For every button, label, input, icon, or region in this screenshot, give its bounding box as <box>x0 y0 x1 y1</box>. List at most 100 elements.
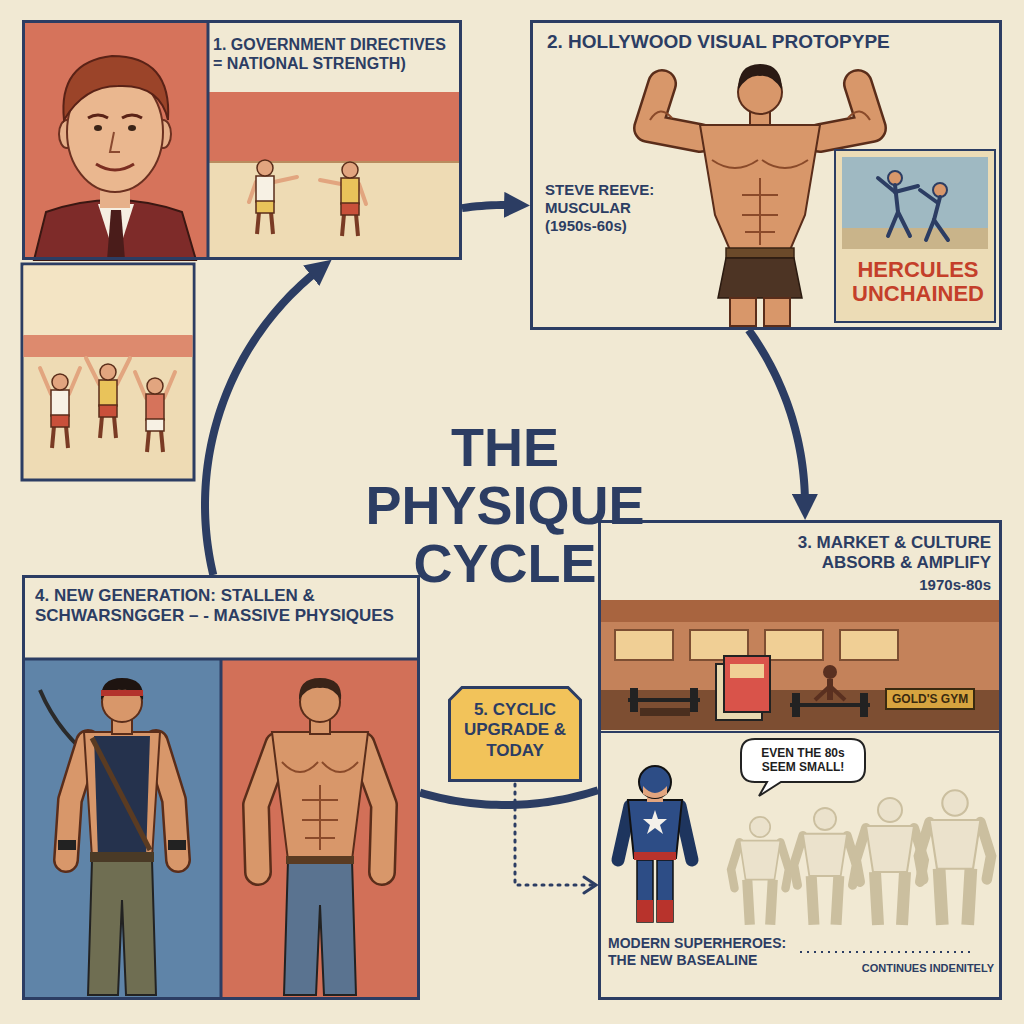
commando-figure <box>90 852 154 862</box>
muscleman-figure <box>648 84 700 138</box>
hercules-poster <box>835 150 995 322</box>
gym-scene <box>860 693 868 717</box>
gym-scene <box>601 731 999 733</box>
cyclic-upgrade-tag: 5. CYCLIC UPGRADE & TODAY <box>448 686 582 782</box>
superhero-figure <box>637 900 653 922</box>
child-figure <box>257 212 259 234</box>
superhero-figure <box>639 766 671 798</box>
commando-figure <box>101 678 143 700</box>
child-figure <box>52 426 54 448</box>
faded-silhouette <box>866 826 914 872</box>
commando-figure <box>101 690 143 696</box>
child-figure <box>249 182 256 202</box>
muscleman-figure <box>820 84 872 138</box>
kids-exercise-scene <box>22 264 194 480</box>
child-figure <box>117 358 130 384</box>
child-figure <box>51 390 69 416</box>
jfk-portrait <box>88 115 108 118</box>
superhero-figure <box>657 900 673 922</box>
bodybuilder-figure <box>362 745 384 872</box>
faded-silhouette <box>856 798 924 925</box>
jfk-portrait <box>98 204 134 260</box>
new-generation-frames <box>222 660 417 997</box>
muscleman-figure <box>730 298 756 326</box>
kids-exercise-scene <box>22 264 194 480</box>
gym-scene <box>601 600 999 732</box>
child-figure <box>135 372 175 452</box>
bodybuilder-figure <box>284 860 356 995</box>
bubble-text: EVEN THE 80s SEEM SMALL! <box>749 746 857 775</box>
faded-silhouette <box>803 834 847 876</box>
jfk-portrait <box>96 164 134 170</box>
dotted-leader <box>800 951 975 953</box>
caption-text: STEVE REEVE: MUSCULAR (1950s-60s) <box>545 181 680 235</box>
jfk-portrait <box>122 115 142 118</box>
faded-silhouette <box>731 842 740 888</box>
child-figure <box>249 160 297 234</box>
tag-outline <box>450 688 581 781</box>
child-figure <box>257 160 273 176</box>
poster-wrestlers <box>895 186 918 192</box>
muscleman-figure <box>712 160 808 168</box>
bubble-outline <box>741 739 865 796</box>
poster-wrestlers <box>878 178 895 192</box>
muscleman-figure <box>764 298 790 326</box>
child-figure <box>40 368 51 394</box>
commando-figure <box>88 860 156 995</box>
faded-silhouette <box>811 876 839 925</box>
commando-figure <box>58 840 76 850</box>
faded-silhouette <box>875 872 905 925</box>
new-generation-frames <box>25 660 221 997</box>
superhero-figure <box>680 806 692 860</box>
gym-scene <box>792 693 800 717</box>
cycle-arrow <box>205 268 321 575</box>
gym-scene <box>724 656 770 712</box>
muscleman-figure <box>650 111 672 120</box>
child-figure <box>52 374 68 390</box>
superhero-figure <box>634 852 676 860</box>
child-figure <box>86 358 130 438</box>
beach-scene <box>208 161 462 163</box>
baseline-caption: MODERN SUPERHEROES: THE NEW BASEALINE <box>608 935 813 969</box>
faded-silhouette <box>919 822 930 879</box>
child-figure <box>100 364 116 380</box>
commando-figure <box>84 732 160 858</box>
child-figure <box>356 214 358 236</box>
child-figure <box>147 430 149 452</box>
child-figure <box>320 180 341 184</box>
child-figure <box>147 378 163 394</box>
dotted-arrow <box>515 784 596 885</box>
child-figure <box>99 380 117 406</box>
poster-wrestlers <box>898 212 910 236</box>
superhero-figure <box>618 806 630 860</box>
government-panel: 1. GOVERNMENT DIRECTIVES = NATIONAL STRE… <box>22 20 462 260</box>
faded-silhouette <box>747 880 773 925</box>
faded-silhouette <box>731 817 789 925</box>
faded-silhouettes <box>731 790 991 925</box>
bodybuilder-figure <box>282 762 358 772</box>
child-figure <box>69 368 80 394</box>
panel-heading: 2. HOLLYWOOD VISUAL PROTOPYPE <box>547 31 987 54</box>
muscleman-figure <box>700 125 820 250</box>
commando-figure <box>40 678 186 995</box>
panel-heading: 1. GOVERNMENT DIRECTIVES = NATIONAL STRE… <box>213 35 457 73</box>
jfk-portrait <box>94 125 102 131</box>
beach-scene <box>208 20 462 260</box>
commando-figure <box>168 840 186 850</box>
superhero-figure <box>657 860 673 922</box>
muscleman-figure <box>742 178 778 245</box>
commando-figure <box>92 738 150 850</box>
hercules-poster <box>835 150 995 322</box>
new-generation-frames <box>220 660 223 997</box>
poster-wrestlers <box>920 190 938 203</box>
era-text: 1970s-80s <box>751 576 991 594</box>
beach-scene <box>208 162 462 260</box>
bodybuilder-figure <box>362 745 384 872</box>
gym-scene <box>830 686 845 700</box>
child-figure <box>341 203 359 215</box>
cycle-arrow <box>462 205 516 208</box>
gym-scene <box>790 703 870 707</box>
gym-scene <box>601 600 999 730</box>
child-figure <box>40 368 80 448</box>
bodybuilder-figure <box>299 678 341 700</box>
